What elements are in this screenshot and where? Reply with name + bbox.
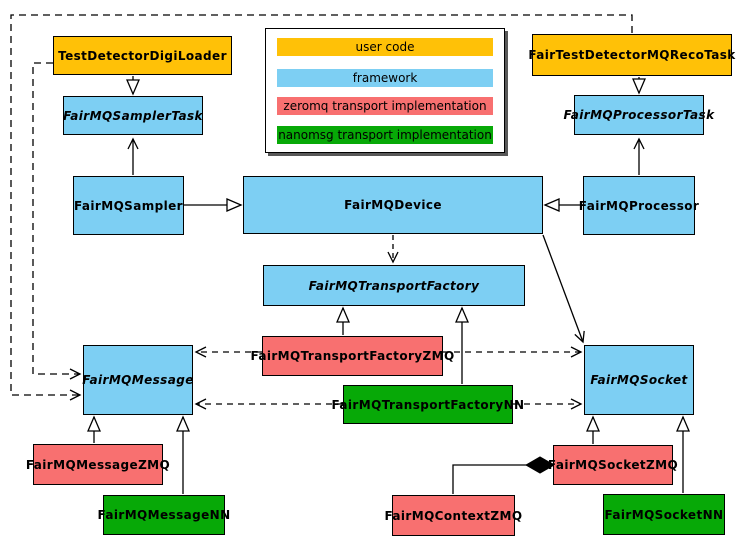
class-label: FairMQProcessor [578,198,700,213]
class-box-fairmqsocketnn: FairMQSocketNN [603,494,725,535]
class-box-fairmqsampler: FairMQSampler [73,176,184,235]
class-box-fairtestdetectormqrecotask: FairTestDetectorMQRecoTask [528,34,735,76]
class-label: FairMQProcessorTask [563,108,715,122]
class-label: FairTestDetectorMQRecoTask [528,48,736,62]
class-label: FairMQDevice [344,198,442,212]
class-box-fairmqtransportfactoryzmq: FairMQTransportFactoryZMQ [250,336,454,376]
class-box-fairmqcontextzmq: FairMQContextZMQ [385,495,522,536]
legend-item-zeromq: zeromq transport implementation [277,97,493,115]
class-label: TestDetectorDigiLoader [58,48,227,63]
class-box-fairmqsocketzmq: FairMQSocketZMQ [548,445,678,485]
class-label: FairMQTransportFactoryZMQ [250,349,455,363]
class-box-fairmqdevice: FairMQDevice [243,176,543,234]
legend-item-nanomsg: nanomsg transport implementation [277,126,493,144]
class-label: FairMQMessageZMQ [25,457,171,472]
class-box-fairmqmessagezmq: FairMQMessageZMQ [26,444,170,485]
class-box-fairmqprocessor: FairMQProcessor [579,176,699,235]
legend-item-framework: framework [277,69,493,87]
legend-label: nanomsg transport implementation [278,128,492,142]
class-box-fairmqprocessortask: FairMQProcessorTask [564,95,714,135]
class-box-testdetectordigiloader: TestDetectorDigiLoader [53,36,232,75]
class-box-fairmqtransportfactory: FairMQTransportFactory [263,265,525,306]
class-box-fairmqmessagenn: FairMQMessageNN [97,495,230,535]
legend-label: zeromq transport implementation [283,99,487,113]
class-label: FairMQMessageNN [97,508,231,522]
class-label: FairMQMessage [82,373,194,387]
legend-box: user code framework zeromq transport imp… [265,28,505,153]
legend-item-user-code: user code [277,38,493,56]
legend-label: framework [352,71,418,85]
class-label: FairMQSocketZMQ [547,458,679,472]
class-label: FairMQSocket [590,373,688,387]
class-box-fairmqmessage: FairMQMessage [82,345,194,415]
legend-label: user code [355,40,415,54]
class-label: FairMQContextZMQ [384,508,523,523]
class-label: FairMQTransportFactory [308,278,480,293]
class-label: FairMQSocketNN [604,507,724,522]
class-label: FairMQSampler [74,198,183,213]
class-box-fairmqsamplertask: FairMQSamplerTask [63,96,203,135]
class-label: FairMQSamplerTask [63,108,203,123]
class-label: FairMQTransportFactoryNN [331,397,525,412]
class-box-fairmqsocket: FairMQSocket [584,345,694,415]
class-box-fairmqtransportfactorynn: FairMQTransportFactoryNN [332,385,524,424]
